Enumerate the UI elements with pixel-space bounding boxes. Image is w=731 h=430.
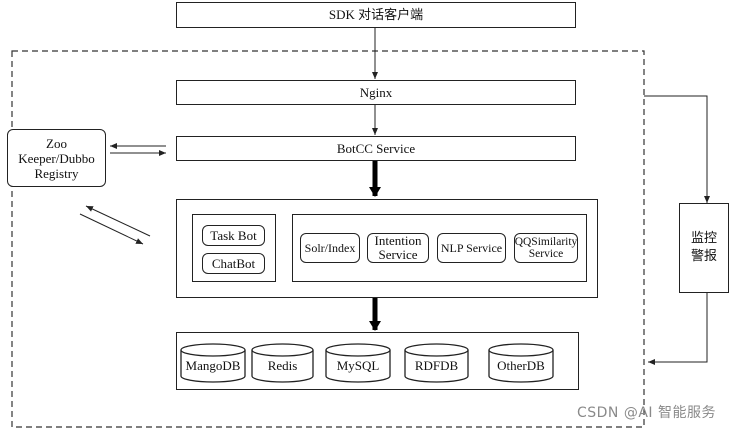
registry-line-1: Zoo (46, 135, 67, 151)
qqsimilarity-service-box: QQSimilarity Service (514, 233, 578, 263)
cylinder-icon (404, 343, 469, 383)
cylinder-icon (488, 343, 554, 383)
db-mysql: MySQL (325, 343, 391, 383)
monitor-in-line (644, 95, 710, 203)
task-bot-box: Task Bot (202, 225, 265, 246)
botcc-service-label: BotCC Service (336, 140, 416, 156)
cylinder-icon (251, 343, 314, 383)
registry-line-3: Registry (34, 165, 79, 181)
db-redis-label: Redis (267, 358, 298, 373)
nlp-service-label: NLP Service (440, 241, 503, 255)
system-boundary (11, 50, 645, 428)
sdk-client-box: SDK 对话客户端 (176, 2, 576, 28)
registry-box: Zoo Keeper/Dubbo Registry (7, 129, 106, 187)
botcc-service-box: BotCC Service (176, 136, 576, 161)
nlp-service-box: NLP Service (437, 233, 506, 263)
db-mysql-label: MySQL (336, 358, 380, 373)
arrow-diag-1 (85, 205, 151, 237)
monitor-line-2: 警报 (690, 249, 717, 264)
monitor-alert-box: 监控 警报 (679, 203, 729, 293)
nginx-box: Nginx (176, 80, 576, 105)
watermark-text: CSDN @AI 智能服务 (576, 405, 716, 421)
intention-service-box: Intention Service (367, 233, 429, 263)
solr-index-box: Solr/Index (300, 233, 360, 263)
intention-service-line-2: Service (378, 247, 418, 262)
db-redis: Redis (251, 343, 314, 383)
chatbot-label: ChatBot (211, 255, 256, 271)
qqsimilarity-line-1: QQSimilarity (514, 236, 578, 248)
cylinder-icon (180, 343, 246, 383)
db-otherdb-label: OtherDB (497, 358, 545, 373)
chatbot-box: ChatBot (202, 253, 265, 274)
sdk-client-label: SDK 对话客户端 (328, 7, 424, 22)
cylinder-icon (325, 343, 391, 383)
db-mangodb-label: MangoDB (185, 358, 241, 373)
db-mangodb: MangoDB (180, 343, 246, 383)
intention-service-line-1: Intention (374, 233, 422, 248)
db-rdfdb-label: RDFDB (414, 358, 459, 373)
solr-index-label: Solr/Index (304, 241, 356, 255)
arrow-diag-2 (79, 213, 144, 245)
registry-line-2: Keeper/Dubbo (18, 150, 95, 166)
monitor-line-1: 监控 (690, 231, 717, 246)
nginx-label: Nginx (359, 84, 393, 100)
db-rdfdb: RDFDB (404, 343, 469, 383)
db-otherdb: OtherDB (488, 343, 554, 383)
task-bot-label: Task Bot (210, 227, 257, 243)
monitor-out-line (648, 293, 708, 365)
qqsimilarity-line-2: Service (528, 248, 564, 260)
